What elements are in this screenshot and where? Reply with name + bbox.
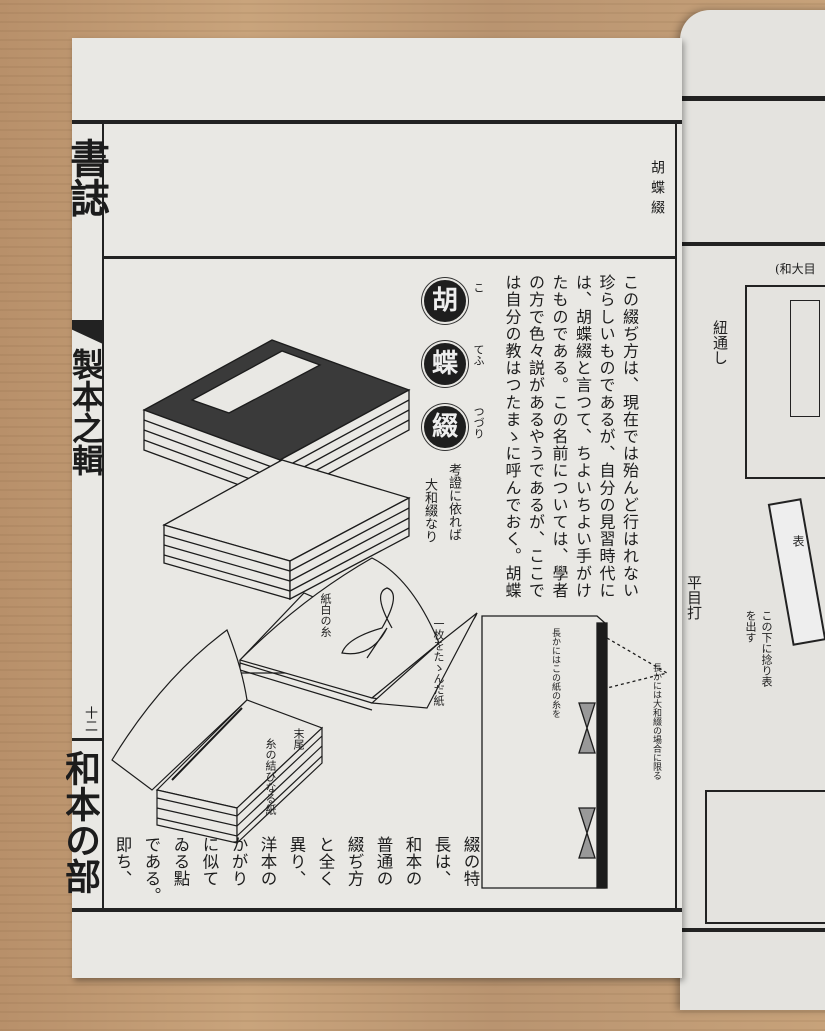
right-border-rule — [675, 120, 677, 910]
facing-page: (和大目 紐通し 平目打 表 この下に捻り表を出す — [680, 10, 825, 1010]
note-line: 大和綴なり — [422, 478, 437, 543]
margin-tab-rule — [72, 738, 103, 741]
facing-label-note: この下に捻り表を出す — [744, 610, 773, 687]
facing-diagram-label-slip — [790, 300, 820, 417]
body-line: 普通の — [374, 836, 393, 887]
body-line: この綴ぢ方は、現在では殆んど行はれない — [620, 274, 639, 599]
facing-label-punch: 平目打 — [685, 575, 703, 620]
note-line: 考證に依れば — [446, 463, 461, 541]
body-line: かがり — [229, 836, 248, 887]
label-end: 末尾 — [292, 728, 305, 750]
binding-illustration — [111, 339, 669, 889]
facing-diagram-box — [745, 285, 825, 479]
book-page: 書誌 製本之輯 十二 和本の部 胡蝶綴 この綴ぢ方は、現在では殆んど行はれない … — [63, 38, 682, 978]
section-title: 胡蝶綴 — [649, 160, 665, 220]
page-number: 十二 — [82, 706, 97, 732]
body-line: 珍らしいものであるが、自分の見習時代に — [596, 274, 616, 599]
bottom-body-text: 綴の特 長は、 和本の 普通の 綴ぢ方 と全く 異り、 洋本の かがり に似て … — [108, 836, 485, 908]
facing-diagram-cover-strip — [767, 498, 825, 646]
volume-title: 製本之輯 — [67, 348, 105, 476]
facing-page-top-rule — [680, 96, 825, 101]
part-title: 和本の部 — [66, 750, 100, 894]
badge-ruby: てふ — [472, 344, 485, 366]
label-side-note: 長かにはこの紙の糸を — [550, 628, 560, 718]
body-line: は自分の教はつたまゝに呼んでおく。胡蝶 — [502, 274, 522, 599]
title-badge-tsuzuri: 綴 — [424, 406, 466, 448]
body-line: 長は、 — [432, 836, 451, 887]
bottom-border-rule — [72, 908, 682, 912]
body-line: に似て — [200, 836, 219, 887]
title-badge-ko: 胡 — [424, 280, 466, 322]
label-side-note-2: 長かには大和綴の場合に限る — [651, 663, 661, 780]
facing-page-header: (和大目 — [775, 262, 816, 276]
label-white-thread: 紙白の糸 — [319, 593, 332, 637]
facing-label-cover: 表 — [791, 535, 805, 547]
body-line: と全く — [316, 836, 335, 887]
body-line: 綴の特 — [461, 836, 480, 887]
body-line: ゐる點 — [171, 836, 190, 887]
body-line: の方で色々説があるやうであるが、ここで — [526, 274, 545, 599]
facing-page-rule — [680, 242, 825, 246]
label-folded-sheet: 一枚をたゝんだ紙 — [432, 618, 445, 706]
body-line: 異り、 — [287, 836, 306, 887]
body-line: は、胡蝶綴と言つて、ちよいちよい手がけ — [573, 274, 592, 599]
open-book-tied-drawing — [238, 557, 478, 711]
facing-diagram-frame — [705, 790, 825, 924]
header-divider-rule — [102, 256, 677, 259]
body-line: たものである。この名前については、學者 — [549, 274, 569, 599]
body-line: 即ち、 — [113, 836, 132, 887]
margin-divider-rule — [102, 120, 104, 910]
badge-ruby: つづり — [472, 406, 485, 439]
body-line: である。 — [142, 836, 161, 904]
facing-page-bottom-rule — [680, 928, 825, 932]
label-tied-sheet: 糸の結びなる紙 — [264, 738, 277, 815]
body-text: この綴ぢ方は、現在では殆んど行はれない 珍らしいものであるが、自分の見習時代に … — [500, 274, 641, 614]
facing-label-thread: 紐通し — [711, 320, 729, 365]
body-line: 和本の — [403, 836, 422, 887]
closed-book-drawing — [142, 339, 411, 502]
badge-ruby: こ — [472, 282, 485, 293]
body-line: 綴ぢ方 — [345, 836, 364, 887]
body-line: 洋本の — [258, 836, 277, 887]
open-book-sewn-drawing — [111, 629, 324, 845]
title-badge-chou: 蝶 — [424, 343, 466, 385]
series-title: 書誌 — [63, 138, 110, 218]
text-block-drawing — [162, 459, 411, 601]
top-border-rule — [72, 120, 682, 124]
spine-diagram — [481, 615, 669, 889]
